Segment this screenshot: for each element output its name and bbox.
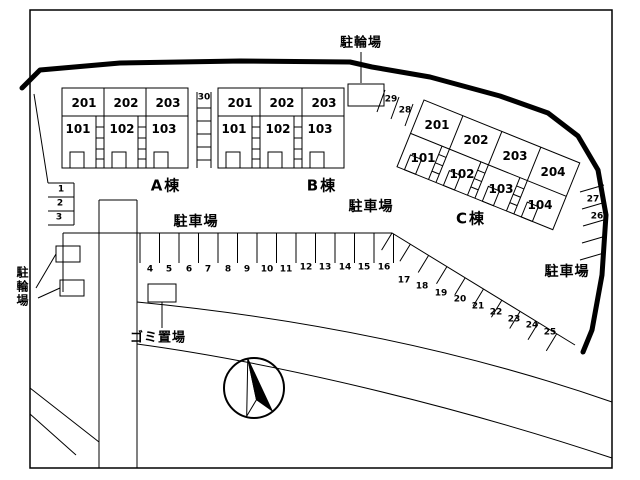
parking-space-number-6: 6 (185, 264, 193, 275)
bike-parking-boxes-left (55, 245, 85, 297)
drawing-frame (29, 9, 613, 469)
room-label-c-103: 103 (488, 182, 514, 196)
room-label-c-203: 203 (502, 149, 528, 163)
building-a-outline (61, 87, 189, 169)
parking-space-number-27: 27 (586, 194, 600, 205)
room-label-b-101: 101 (221, 122, 247, 136)
parking-space-number-13: 13 (318, 262, 332, 273)
bike-parking-label-top: 駐輪場 (339, 35, 383, 51)
room-label-b-201: 201 (227, 96, 253, 110)
parking-space-number-23: 23 (507, 314, 521, 325)
room-label-b-103: 103 (307, 122, 333, 136)
parking-space-number-16: 16 (377, 262, 391, 273)
parking-ticks-diagonal (381, 232, 558, 352)
room-label-c-202: 202 (463, 133, 489, 147)
building-c-entrances (403, 154, 540, 223)
room-label-a-202: 202 (113, 96, 139, 110)
parking-space-number-22: 22 (489, 307, 503, 318)
parking-space-number-8: 8 (224, 264, 232, 275)
building-a-entrances (69, 151, 169, 169)
parking-space-number-2: 2 (56, 198, 64, 209)
bike-parking-box-top (347, 83, 385, 107)
parking-ticks-main (139, 233, 394, 263)
parking-space-number-14: 14 (338, 262, 352, 273)
room-label-a-201: 201 (71, 96, 97, 110)
parking-space-number-5: 5 (165, 264, 173, 275)
road-bottom-curves (136, 301, 613, 459)
road-bottom-left (29, 387, 100, 456)
parking-lot-label-left: 駐車場 (173, 214, 219, 230)
parking-space-number-12: 12 (299, 262, 313, 273)
room-label-a-101: 101 (65, 122, 91, 136)
parking-space-number-4: 4 (146, 264, 154, 275)
bike-parking-leaders-left (35, 253, 61, 299)
building-name-b: B棟 (306, 176, 338, 195)
room-label-b-202: 202 (269, 96, 295, 110)
building-name-c: C棟 (455, 209, 487, 228)
building-a-stairs (95, 116, 146, 168)
parking-lot-label-right: 駐車場 (544, 264, 590, 280)
room-label-a-203: 203 (155, 96, 181, 110)
garbage-box (147, 283, 177, 303)
parking-space-number-21: 21 (471, 301, 485, 312)
room-label-c-104: 104 (527, 198, 553, 212)
room-label-c-204: 204 (540, 165, 566, 179)
property-boundary-line (19, 58, 609, 355)
parking-space-number-26: 26 (590, 211, 604, 222)
road-vertical (98, 199, 138, 468)
left-stalls-ladder (33, 93, 75, 226)
parking-lot-label-center: 駐車場 (348, 199, 394, 215)
parking-space-number-11: 11 (279, 264, 293, 275)
parking-space-number-30: 30 (197, 92, 211, 103)
parking-space-number-20: 20 (453, 294, 467, 305)
compass-north-arrow-icon (223, 357, 285, 419)
room-label-c-101: 101 (410, 151, 436, 165)
garbage-area-label: ゴミ置場 (129, 330, 187, 346)
building-c-stairs (428, 145, 525, 212)
room-label-b-102: 102 (265, 122, 291, 136)
parking-space-number-24: 24 (525, 320, 539, 331)
parking-space-number-15: 15 (357, 262, 371, 273)
parking-space-number-19: 19 (434, 288, 448, 299)
room-label-c-201: 201 (424, 118, 450, 132)
building-name-a: A棟 (150, 176, 182, 195)
room-label-a-102: 102 (109, 122, 135, 136)
parking-space-number-29: 29 (384, 94, 398, 105)
parking-space-number-17: 17 (397, 275, 411, 286)
room-label-a-103: 103 (151, 122, 177, 136)
parking-space-number-9: 9 (243, 264, 251, 275)
parking-space-number-1: 1 (57, 184, 65, 195)
building-b-entrances (225, 151, 325, 169)
building-b-outline (217, 87, 345, 169)
bike-parking-label-left: 駐輪場 (15, 266, 29, 308)
building-b-stairs (251, 116, 302, 168)
parking-space-number-7: 7 (204, 264, 212, 275)
parking-space-number-25: 25 (543, 327, 557, 338)
room-label-b-203: 203 (311, 96, 337, 110)
room-label-c-102: 102 (449, 167, 475, 181)
parking-space-number-10: 10 (260, 264, 274, 275)
parking-space-number-3: 3 (55, 212, 63, 223)
parking-ticks-right-edge (579, 184, 608, 261)
parking-space-number-18: 18 (415, 281, 429, 292)
parking-space-number-28: 28 (398, 105, 412, 116)
stall-30-strip (196, 92, 212, 168)
parking-ticks-top-right (376, 89, 414, 127)
building-c-outline (396, 99, 581, 231)
